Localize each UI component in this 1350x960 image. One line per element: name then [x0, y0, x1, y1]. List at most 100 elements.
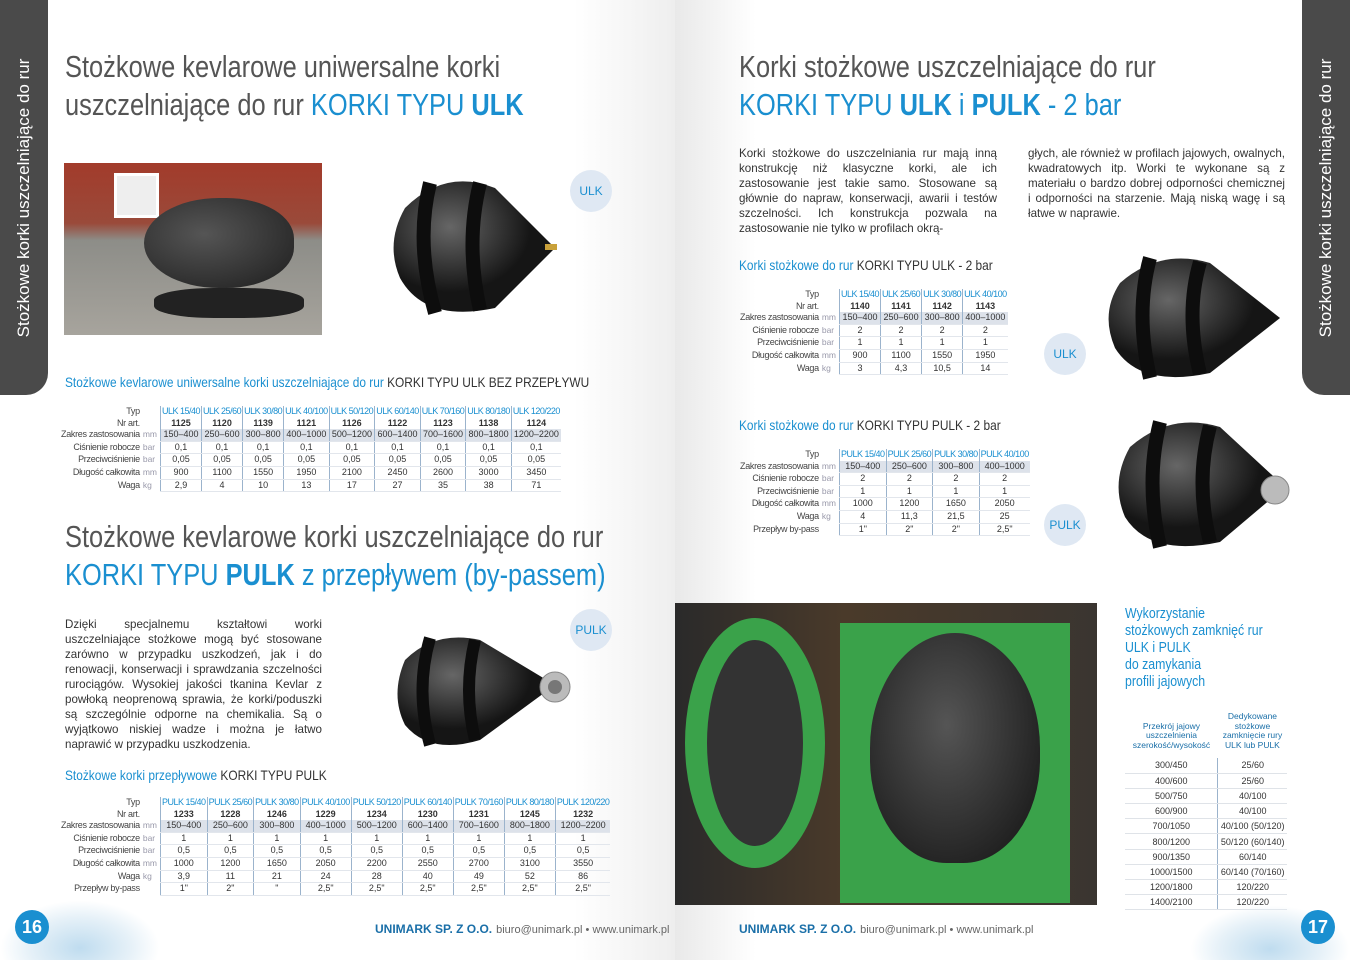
- table-cell: 0,1: [510, 441, 561, 455]
- row-unit: bar: [142, 845, 156, 856]
- table-cell: 1: [921, 336, 963, 350]
- egg-profile-heading: Wykorzystanie stożkowych zamknięć rur UL…: [1125, 606, 1263, 691]
- table-cell: 4: [839, 510, 887, 524]
- table-cell: 250–600: [885, 460, 933, 474]
- egg-heading-line: do zamykania: [1125, 657, 1202, 673]
- table-cell: 1246: [253, 808, 301, 821]
- table-cell: 10,5: [921, 362, 963, 376]
- row-label: Zakres zastosowania: [61, 820, 140, 831]
- side-tab-left: Stożkowe korki uszczelniające do rur: [0, 0, 48, 395]
- subheading-text: Stożkowe korki przepływowe: [65, 767, 221, 783]
- title-pulk: Stożkowe kevlarowe korki uszczelniające …: [65, 518, 606, 594]
- table-cell: 1: [401, 832, 454, 846]
- side-tab-right: Stożkowe korki uszczelniające do rur: [1302, 0, 1350, 395]
- table-cell: 1120: [201, 417, 243, 430]
- table-cell: 1000: [160, 857, 208, 871]
- table-cell: 0,05: [419, 453, 466, 467]
- footer-contact[interactable]: biuro@unimark.pl • www.unimark.pl: [860, 924, 1034, 936]
- photo-ulk-installation: [64, 163, 322, 335]
- table-cell: 0,1: [465, 441, 512, 455]
- product-pulk-2bar-image: [1118, 420, 1290, 549]
- table-cell: 2: [839, 324, 881, 338]
- row-label: Ciśnienie robocze: [752, 473, 819, 484]
- table-cell: 1141: [880, 300, 922, 313]
- footer-company: UNIMARK SP. Z O.O.: [739, 922, 857, 936]
- table-cell: 300–800: [242, 429, 284, 442]
- table-cell: 1550: [242, 466, 284, 480]
- row-unit: kg: [821, 510, 831, 521]
- row-label: Waga: [796, 362, 819, 373]
- table-cell: 1: [206, 832, 254, 846]
- table-cell: 0,05: [201, 453, 243, 467]
- column-header: ULK 15/40: [160, 406, 202, 418]
- table-cell: 1200/1800: [1125, 879, 1218, 896]
- table-cell: 0,1: [160, 441, 202, 455]
- subheading-type: KORKI TYPU PULK - 2 bar: [856, 417, 1001, 433]
- row-label: Długość całkowita: [751, 498, 819, 509]
- table-cell: 0,5: [554, 844, 611, 858]
- table-cell: 0,1: [283, 441, 330, 455]
- row-label: Długość całkowita: [72, 857, 140, 868]
- row-label: Waga: [117, 870, 140, 881]
- table-cell: 500–1200: [350, 820, 403, 833]
- table-cell: 1: [978, 485, 1030, 499]
- table-cell: 2: [921, 324, 963, 338]
- table-cell: 250–600: [880, 312, 922, 325]
- table-cell: 1143: [962, 300, 1008, 313]
- table-cell: 2,5": [299, 882, 352, 896]
- table-cell: 1231: [452, 808, 505, 821]
- row-unit: mm: [821, 312, 837, 323]
- row-label: Waga: [796, 510, 819, 521]
- title-line1: Stożkowe kevlarowe uniwersalne korki: [65, 49, 501, 84]
- table-cell: 900: [839, 349, 881, 363]
- row-unit: mm: [142, 466, 158, 477]
- subheading-pulk-2bar: Korki stożkowe do rur KORKI TYPU PULK - …: [739, 417, 1001, 433]
- table-cell: 86: [554, 870, 611, 884]
- table-cell: 400/600: [1125, 773, 1218, 789]
- table-cell: 400–1000: [962, 312, 1008, 325]
- footer-contact[interactable]: biuro@unimark.pl • www.unimark.pl: [496, 924, 670, 936]
- table-cell: 1: [350, 832, 403, 846]
- table-cell: 60/140 (70/160): [1217, 864, 1287, 881]
- table-cell: 1121: [283, 417, 330, 430]
- row-label: Nr art.: [795, 300, 819, 311]
- table-cell: 1650: [253, 857, 301, 871]
- column-header: ULK 70/160: [419, 406, 466, 418]
- table-cell: 1230: [401, 808, 454, 821]
- table-cell: 1200: [885, 497, 933, 511]
- egg-heading-line: Wykorzystanie: [1125, 606, 1206, 622]
- table-cell: 2,5": [978, 523, 1030, 537]
- row-label: Ciśnienie robocze: [752, 324, 819, 335]
- table-cell: 0,5: [401, 844, 454, 858]
- table-cell: 1200–2200: [554, 820, 611, 833]
- table-cell: 2700: [452, 857, 505, 871]
- table-cell: 150–400: [839, 312, 881, 325]
- row-unit: [142, 797, 161, 809]
- row-unit: mm: [821, 349, 837, 360]
- column-header: ULK 80/180: [465, 406, 512, 418]
- table-cell: 1245: [503, 808, 556, 821]
- table-cell: 1: [885, 485, 933, 499]
- table-cell: 0,5: [206, 844, 254, 858]
- table-cell: 1139: [242, 417, 284, 430]
- table-cell: 4,3: [880, 362, 922, 376]
- table-cell: 0,05: [242, 453, 284, 467]
- table-cell: 25: [978, 510, 1030, 524]
- row-unit: bar: [142, 832, 156, 843]
- table-cell: 0,1: [374, 441, 421, 455]
- table-cell: 3100: [503, 857, 556, 871]
- table-cell: 500/750: [1125, 788, 1218, 805]
- table-cell: 1122: [374, 417, 421, 430]
